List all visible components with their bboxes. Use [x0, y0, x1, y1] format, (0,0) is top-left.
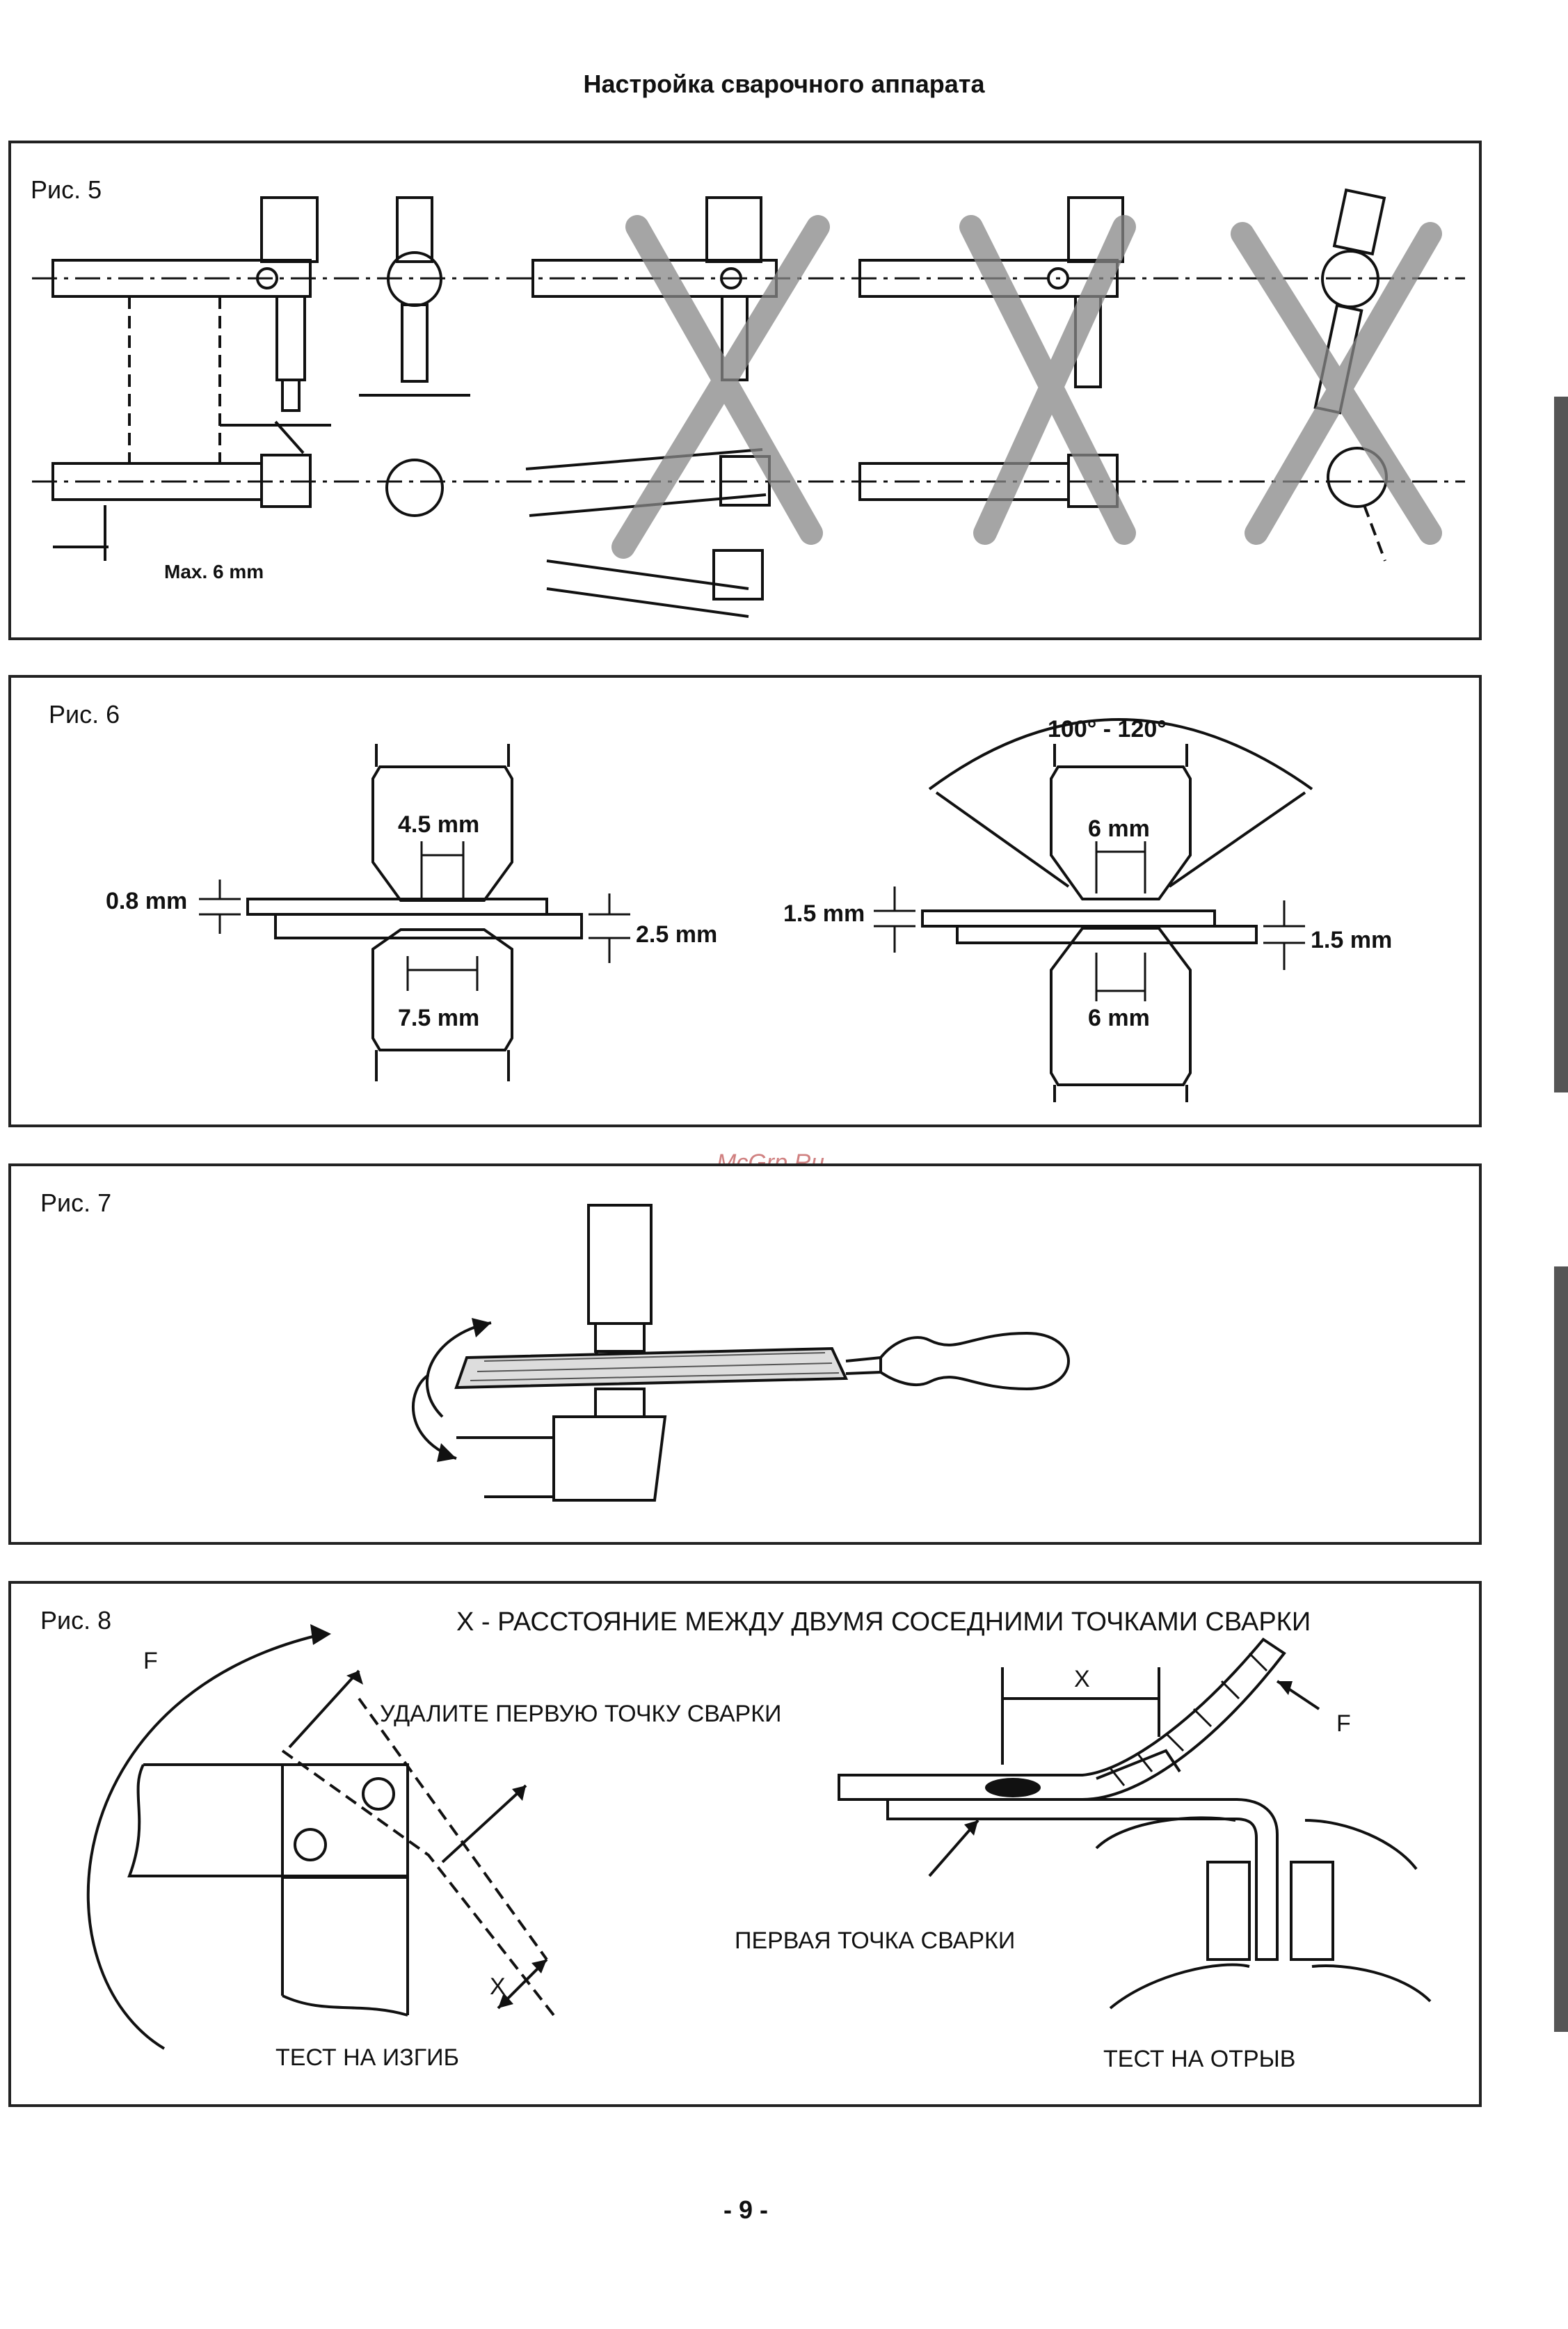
- page-title: Настройка сварочного аппарата: [0, 70, 1568, 99]
- left-bottom-sheet-dimension: 2.5 mm: [636, 921, 717, 948]
- force-label-left: F: [143, 1648, 158, 1675]
- distance-label-left: X: [490, 1973, 506, 2001]
- right-bottom-tip-dimension: 6 mm: [1088, 1005, 1150, 1032]
- scan-edge-mark: [1554, 1266, 1568, 2032]
- first-point-label: ПЕРВАЯ ТОЧКА СВАРКИ: [735, 1927, 1015, 1955]
- figure-6-drawing: [11, 678, 1479, 1124]
- right-top-sheet-dimension: 1.5 mm: [783, 900, 865, 928]
- scan-edge-mark: [1554, 397, 1568, 1092]
- left-top-tip-dimension: 4.5 mm: [398, 811, 479, 838]
- figure-8-panel: Рис. 8 X - РАССТОЯНИЕ МЕЖДУ ДВУМЯ СОСЕДН…: [8, 1581, 1482, 2107]
- electrode-angle-label: 100° - 120°: [1048, 716, 1167, 743]
- right-top-tip-dimension: 6 mm: [1088, 816, 1150, 843]
- figure-6-panel: Рис. 6: [8, 675, 1482, 1127]
- max-gap-label: Max. 6 mm: [164, 561, 264, 583]
- bend-test-label: ТЕСТ НА ИЗГИБ: [275, 2044, 459, 2072]
- remove-first-point-label: УДАЛИТЕ ПЕРВУЮ ТОЧКУ СВАРКИ: [380, 1701, 781, 1728]
- peel-test-label: ТЕСТ НА ОТРЫВ: [1103, 2046, 1295, 2073]
- figure-7-panel: Рис. 7: [8, 1163, 1482, 1545]
- figure-5-panel: Рис. 5: [8, 141, 1482, 640]
- figure-8-drawing: [11, 1584, 1479, 2104]
- force-label-right: F: [1336, 1710, 1351, 1738]
- left-bottom-tip-dimension: 7.5 mm: [398, 1005, 479, 1032]
- figure-7-drawing: [11, 1166, 1479, 1542]
- distance-label-right: X: [1074, 1666, 1090, 1693]
- left-top-sheet-dimension: 0.8 mm: [106, 888, 187, 915]
- right-bottom-sheet-dimension: 1.5 mm: [1311, 927, 1392, 954]
- page-number: - 9 -: [723, 2195, 768, 2225]
